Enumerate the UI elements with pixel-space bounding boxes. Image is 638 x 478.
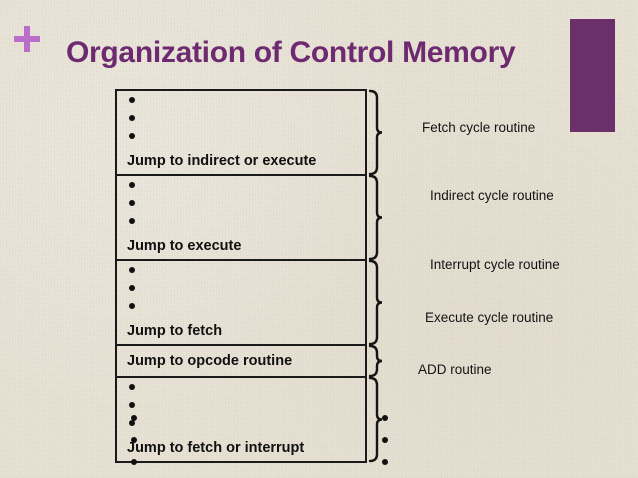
page-title: Organization of Control Memory [66,36,516,69]
memory-box-dots [117,261,365,323]
memory-box-dots [117,378,365,440]
trailing-dots-left [131,415,137,478]
memory-box: Jump to fetch [115,259,367,346]
curly-brace [366,259,388,346]
bullet-dot [129,303,135,309]
memory-box-label: Jump to indirect or execute [127,153,317,169]
memory-box-dots [117,91,365,153]
bullet-dot [129,384,135,390]
memory-box: Jump to execute [115,174,367,261]
curly-brace [366,344,388,378]
bullet-dot [129,218,135,224]
routine-label: Interrupt cycle routine [430,257,560,272]
routine-label: Indirect cycle routine [430,188,554,203]
routine-label: ADD routine [418,362,492,377]
bullet-dot [129,97,135,103]
memory-box: Jump to fetch or interrupt [115,376,367,463]
memory-box: Jump to opcode routine [115,344,367,378]
curly-brace [366,89,388,176]
bullet-dot [131,437,137,443]
accent-block [570,19,615,132]
plus-icon-vertical-bar [24,26,30,52]
bullet-dot [129,285,135,291]
bullet-dot [129,200,135,206]
memory-box-dots [117,176,365,238]
bullet-dot [129,402,135,408]
memory-box: Jump to indirect or execute [115,89,367,176]
bullet-dot [129,182,135,188]
memory-box-label: Jump to fetch [127,323,223,339]
memory-box-label: Jump to fetch or interrupt [127,440,305,456]
bullet-dot [382,415,388,421]
bullet-dot [129,115,135,121]
bullet-dot [129,420,135,426]
bullet-dot [131,415,137,421]
bullet-dot [129,133,135,139]
bullet-dot [382,437,388,443]
routine-label: Execute cycle routine [425,310,554,325]
bullet-dot [131,459,137,465]
curly-brace [366,174,388,261]
memory-box-label: Jump to opcode routine [127,353,293,369]
memory-box-label: Jump to execute [127,238,242,254]
bullet-dot [382,459,388,465]
plus-icon [14,26,40,52]
bullet-dot [129,267,135,273]
trailing-dots-right [382,415,388,478]
routine-label: Fetch cycle routine [422,120,536,135]
